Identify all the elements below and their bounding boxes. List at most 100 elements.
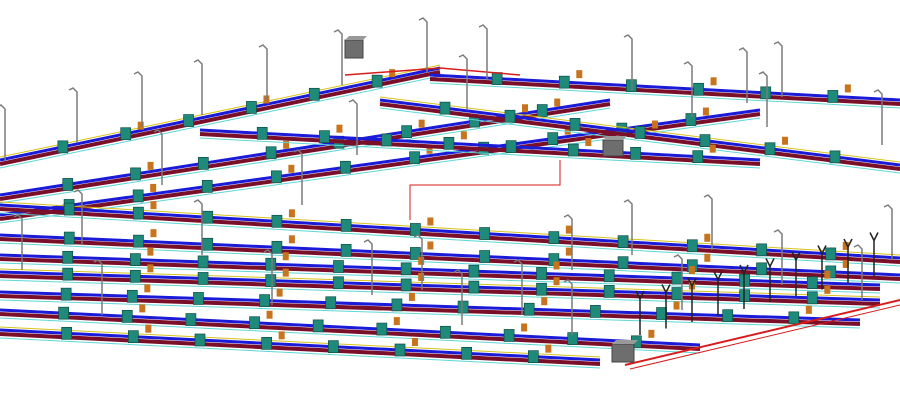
- valve: [805, 305, 812, 314]
- lamp-post: [738, 47, 748, 103]
- drain-pipe: [0, 257, 881, 291]
- pipe-fitting: [547, 132, 559, 145]
- pipe-fitting: [461, 346, 473, 360]
- pipe-fitting: [120, 127, 132, 141]
- valve: [144, 284, 151, 293]
- valve: [408, 292, 415, 301]
- pipe-fitting: [503, 329, 515, 342]
- drain-pipe: [0, 237, 900, 281]
- supply-pipe: [0, 270, 881, 302]
- pipe-fitting: [194, 333, 206, 347]
- valve: [842, 259, 849, 268]
- pipe-fitting: [825, 247, 837, 261]
- pipe-fitting: [193, 292, 204, 305]
- valve: [145, 324, 152, 333]
- pipe-fitting: [617, 256, 629, 270]
- lamp-post: [773, 229, 783, 285]
- pipe-fitting: [504, 109, 516, 123]
- pipe-fitting: [62, 250, 74, 264]
- gas-pipe: [0, 201, 900, 256]
- valve: [709, 144, 716, 153]
- pipe-fitting: [62, 178, 74, 191]
- valve: [288, 164, 295, 173]
- supply-pipe: [0, 290, 861, 322]
- lamp-post: [453, 269, 463, 325]
- valve: [565, 225, 572, 234]
- chilled-pipe: [0, 262, 881, 294]
- valve: [824, 285, 831, 294]
- lamp-post: [873, 89, 883, 145]
- valve: [673, 301, 680, 310]
- light-fixture: [713, 271, 723, 282]
- pipe-fitting: [440, 325, 451, 339]
- valve: [564, 126, 571, 135]
- chilled-pipe: [429, 82, 900, 109]
- gas-pipe: [0, 326, 601, 358]
- pipe-fitting: [381, 133, 393, 147]
- pipe-fitting: [409, 151, 420, 165]
- pipe-fitting: [567, 143, 579, 157]
- lamp-post: [623, 34, 633, 90]
- pipe-fitting: [261, 336, 273, 350]
- pipe-fitting: [63, 202, 75, 216]
- chilled-pipe: [0, 317, 701, 354]
- valve: [427, 241, 434, 250]
- pipe-fitting: [265, 274, 277, 287]
- light-fixture: [817, 245, 827, 256]
- valve: [147, 264, 154, 273]
- valve: [522, 104, 528, 113]
- lamp-post: [623, 199, 633, 255]
- supply-pipe: [199, 128, 761, 162]
- equipment-box-top: [603, 136, 627, 140]
- valve: [150, 183, 157, 192]
- pipe-fitting: [760, 86, 772, 100]
- valve: [427, 217, 434, 226]
- lamp-post: [363, 239, 373, 295]
- chilled-pipe: [0, 75, 441, 169]
- chilled-pipe: [0, 337, 601, 369]
- pipe-fitting: [340, 160, 351, 174]
- drain-pipe: [0, 70, 441, 166]
- pipe-fitting: [130, 253, 141, 266]
- pipe-fitting: [333, 260, 344, 273]
- drain-pipe: [0, 294, 861, 326]
- pipe-fitting: [692, 150, 704, 164]
- drain-pipe: [0, 207, 900, 264]
- pipe-fitting: [656, 307, 667, 320]
- pipe-fitting: [439, 101, 451, 115]
- pipe-fitting: [127, 330, 139, 344]
- pipe-fitting: [443, 136, 455, 150]
- supply-pipe: [429, 73, 900, 102]
- valve: [288, 235, 295, 244]
- lamp-post: [683, 61, 693, 117]
- pipe-fitting: [202, 210, 214, 224]
- chilled-pipe: [379, 107, 900, 174]
- lamp-post: [413, 234, 423, 290]
- valve: [418, 119, 425, 128]
- lamp-post: [293, 149, 303, 205]
- pipe-fitting: [468, 280, 480, 294]
- pipe-fitting: [527, 350, 539, 364]
- valve: [553, 277, 560, 286]
- pipe-fitting: [756, 243, 767, 257]
- valve: [288, 209, 295, 218]
- pipe-fitting: [201, 180, 213, 193]
- pipe-fitting: [400, 278, 412, 292]
- valve: [782, 136, 788, 145]
- pipe-fitting: [183, 114, 194, 127]
- light-fixture: [635, 290, 645, 301]
- valve: [541, 297, 548, 306]
- valve: [842, 241, 849, 250]
- lamp-post: [348, 99, 358, 155]
- valve: [521, 323, 528, 332]
- pipe-fitting: [130, 269, 141, 283]
- lamp-post: [263, 249, 273, 305]
- pipe-fitting: [121, 310, 133, 323]
- pipe-fitting: [185, 313, 197, 326]
- lamp-post: [853, 244, 863, 300]
- pipe-fitting: [671, 287, 683, 300]
- lamp-post: [73, 189, 83, 245]
- equipment-box-top: [612, 340, 638, 344]
- pipe-fitting: [340, 219, 352, 232]
